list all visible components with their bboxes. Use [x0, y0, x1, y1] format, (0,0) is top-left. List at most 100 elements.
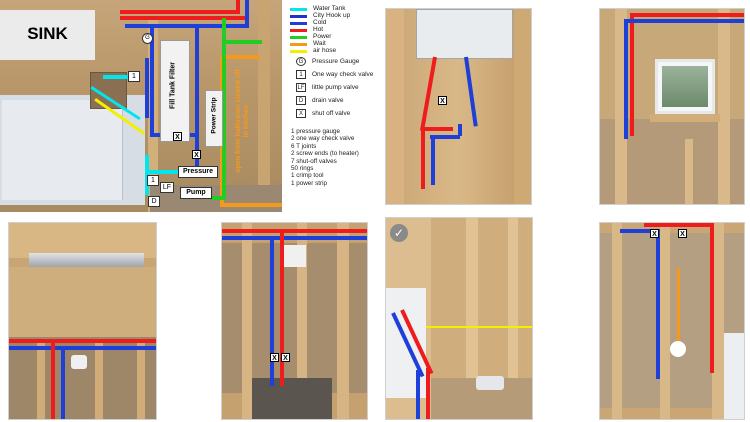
hot-pipe	[120, 16, 245, 20]
cold-pipe	[270, 236, 274, 386]
photo-corner-wall[interactable]: ✓	[385, 217, 533, 420]
power-strip-label: Power Strip	[210, 97, 218, 134]
hot-pipe	[710, 223, 714, 373]
orange-line	[677, 268, 680, 346]
cold-pipe	[61, 347, 65, 419]
lf-valve-marker: LF	[160, 182, 174, 193]
stud	[660, 223, 670, 419]
power-line	[222, 40, 262, 44]
shutoff-valve-marker: X	[281, 353, 290, 362]
drain-fitting	[670, 341, 686, 357]
hot-pipe	[236, 0, 240, 14]
cold-pipe	[431, 135, 435, 185]
equipment	[252, 378, 332, 419]
lf-symbol: LF	[296, 83, 306, 92]
hot-pipe	[630, 13, 634, 136]
power-line	[222, 18, 226, 198]
drain-valve-marker: D	[148, 196, 160, 207]
gauge-symbol: G	[296, 57, 306, 66]
shutoff-valve-marker: X	[173, 132, 182, 141]
hot-pipe	[630, 13, 744, 17]
fill-tank-filter	[160, 40, 190, 142]
cold-pipe	[464, 56, 478, 127]
stud	[612, 223, 622, 419]
cold-pipe	[245, 0, 249, 28]
cold-pipe	[195, 28, 199, 168]
hot-pipe	[426, 368, 430, 419]
stud	[685, 139, 693, 204]
stud	[258, 0, 270, 212]
parts-list-item: 1 pressure gauge	[291, 128, 341, 135]
shutoff-valve-marker: X	[270, 353, 279, 362]
legend-swatch	[290, 36, 307, 39]
photo-end-wall[interactable]: X X	[599, 222, 745, 420]
stud	[466, 218, 478, 419]
fitting	[476, 376, 504, 390]
pressure-gauge-marker: G	[142, 33, 153, 44]
joist	[95, 341, 103, 419]
power-line	[210, 196, 226, 200]
check-valve-marker: 1	[147, 175, 159, 186]
pipe-fitting	[71, 355, 87, 369]
stud	[297, 223, 307, 419]
wall	[9, 267, 156, 337]
parts-list-item: 1 crimp tool	[291, 172, 324, 180]
water-tank-pipe	[145, 170, 185, 174]
legend-swatch	[290, 22, 307, 25]
hot-pipe	[420, 56, 437, 132]
cold-pipe	[430, 135, 460, 139]
air-hose	[426, 326, 532, 328]
power-strip	[205, 90, 223, 147]
water-tank-pipe	[103, 75, 133, 79]
white-panel	[724, 333, 744, 419]
hot-pipe	[421, 129, 425, 189]
orange-line	[220, 55, 260, 59]
hot-pipe	[9, 339, 156, 343]
parts-list-item: 2 one way check valve	[291, 135, 355, 143]
stud	[386, 9, 404, 204]
joist	[37, 341, 45, 419]
shutoff-valve-marker: X	[678, 229, 687, 238]
hot-pipe	[423, 127, 453, 131]
parts-list-item: 1 power strip	[291, 179, 328, 187]
cold-pipe	[458, 124, 462, 136]
parts-list-item: 2 screw ends (to heater)	[291, 150, 359, 158]
hot-pipe	[120, 10, 240, 14]
cold-pipe	[416, 370, 420, 419]
cold-pipe	[150, 24, 154, 134]
wall-panel-white	[2, 100, 123, 200]
photo-wall-cavity[interactable]: X X	[221, 222, 368, 420]
floor-joists	[9, 337, 156, 419]
orange-line	[220, 203, 282, 207]
joist	[137, 341, 145, 419]
cold-pipe	[9, 346, 156, 350]
open-note: open from bathroom closed off in kitchen	[235, 69, 250, 173]
check-icon[interactable]: ✓	[390, 224, 408, 242]
pump-label: Pump	[180, 187, 212, 199]
duct	[29, 253, 144, 267]
white-box	[284, 245, 306, 267]
window-glass	[662, 66, 708, 107]
cold-pipe	[624, 19, 628, 139]
check-valve-marker: 1	[128, 71, 140, 82]
cold-pipe	[222, 236, 367, 240]
check-valve-symbol: 1	[296, 70, 306, 79]
drain-symbol: D	[296, 96, 306, 105]
cold-pipe	[620, 229, 660, 233]
pressure-label: Pressure	[178, 166, 218, 178]
cold-pipe	[125, 24, 245, 28]
photo-water-heater[interactable]: X	[385, 8, 532, 205]
shutoff-symbol: X	[296, 109, 306, 118]
shutoff-valve-marker: X	[192, 150, 201, 159]
hot-pipe	[51, 341, 55, 419]
photo-floor-cavity[interactable]	[8, 222, 157, 420]
page-title: SINK	[27, 24, 68, 43]
photo-window-wall[interactable]	[599, 8, 745, 205]
hot-pipe	[222, 229, 367, 233]
legend-swatch	[290, 43, 307, 46]
stud	[508, 218, 518, 419]
parts-list-item: 50 rings	[291, 165, 314, 173]
